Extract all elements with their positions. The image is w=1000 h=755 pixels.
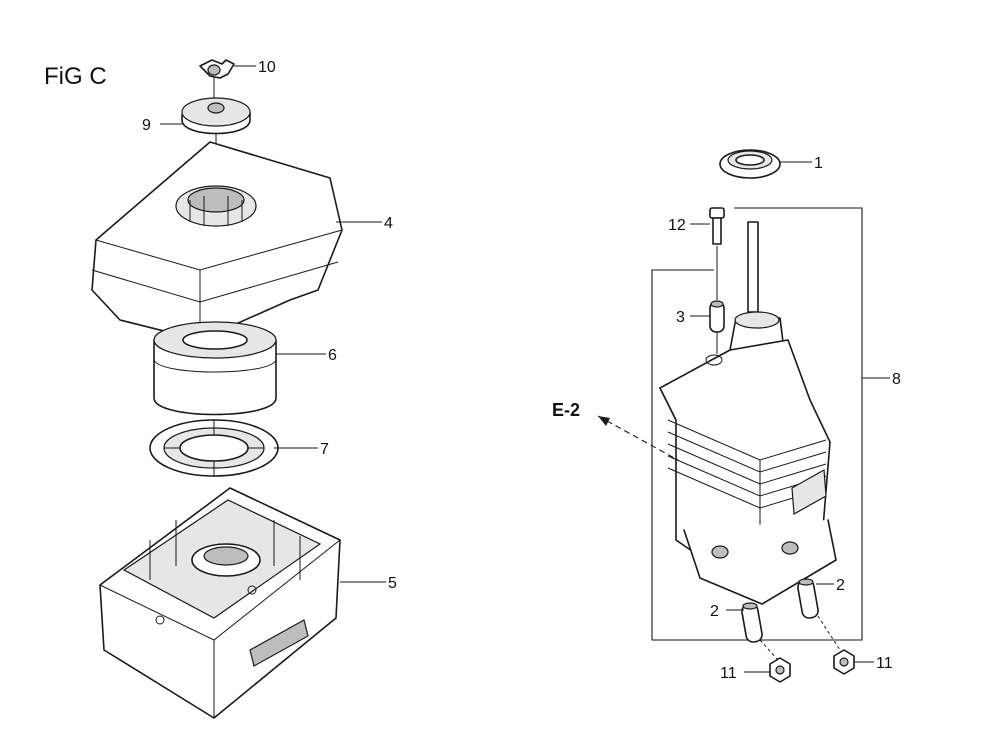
part-1-gasket: [719, 149, 781, 179]
callout-9: 9: [142, 117, 151, 134]
part-6-filter-element: [153, 321, 277, 416]
part-8-cylinder: [659, 221, 837, 605]
reference-arrow-e2: [597, 415, 679, 461]
callout-4: 4: [384, 215, 393, 232]
callout-3: 3: [676, 309, 685, 326]
callout-11-left: 11: [720, 665, 737, 682]
part-2-dowel-pin-b: [741, 602, 763, 643]
callout-12: 12: [668, 217, 686, 234]
callout-2-right: 2: [836, 577, 845, 594]
part-5-case: [99, 487, 341, 719]
part-7-seal-ring: [149, 419, 279, 477]
part-10-wing-nut: [199, 59, 235, 100]
reference-e2: E-2: [552, 400, 580, 420]
callout-7: 7: [320, 441, 329, 458]
part-11-nut-a: [769, 657, 791, 683]
part-3-dowel: [709, 300, 725, 354]
callout-2-left: 2: [710, 603, 719, 620]
part-2-dowel-pin-a: [797, 578, 819, 619]
part-9-washer: [181, 97, 251, 185]
callout-6: 6: [328, 347, 337, 364]
callout-5: 5: [388, 575, 397, 592]
part-4-cover: [91, 141, 343, 341]
callout-8: 8: [892, 371, 901, 388]
callout-1: 1: [814, 155, 823, 172]
callout-10: 10: [258, 59, 276, 76]
figure-title: FiG C: [44, 63, 107, 90]
callout-11-right: 11: [876, 655, 893, 672]
part-12-screw: [709, 207, 725, 300]
part-11-nut-b: [833, 649, 855, 675]
